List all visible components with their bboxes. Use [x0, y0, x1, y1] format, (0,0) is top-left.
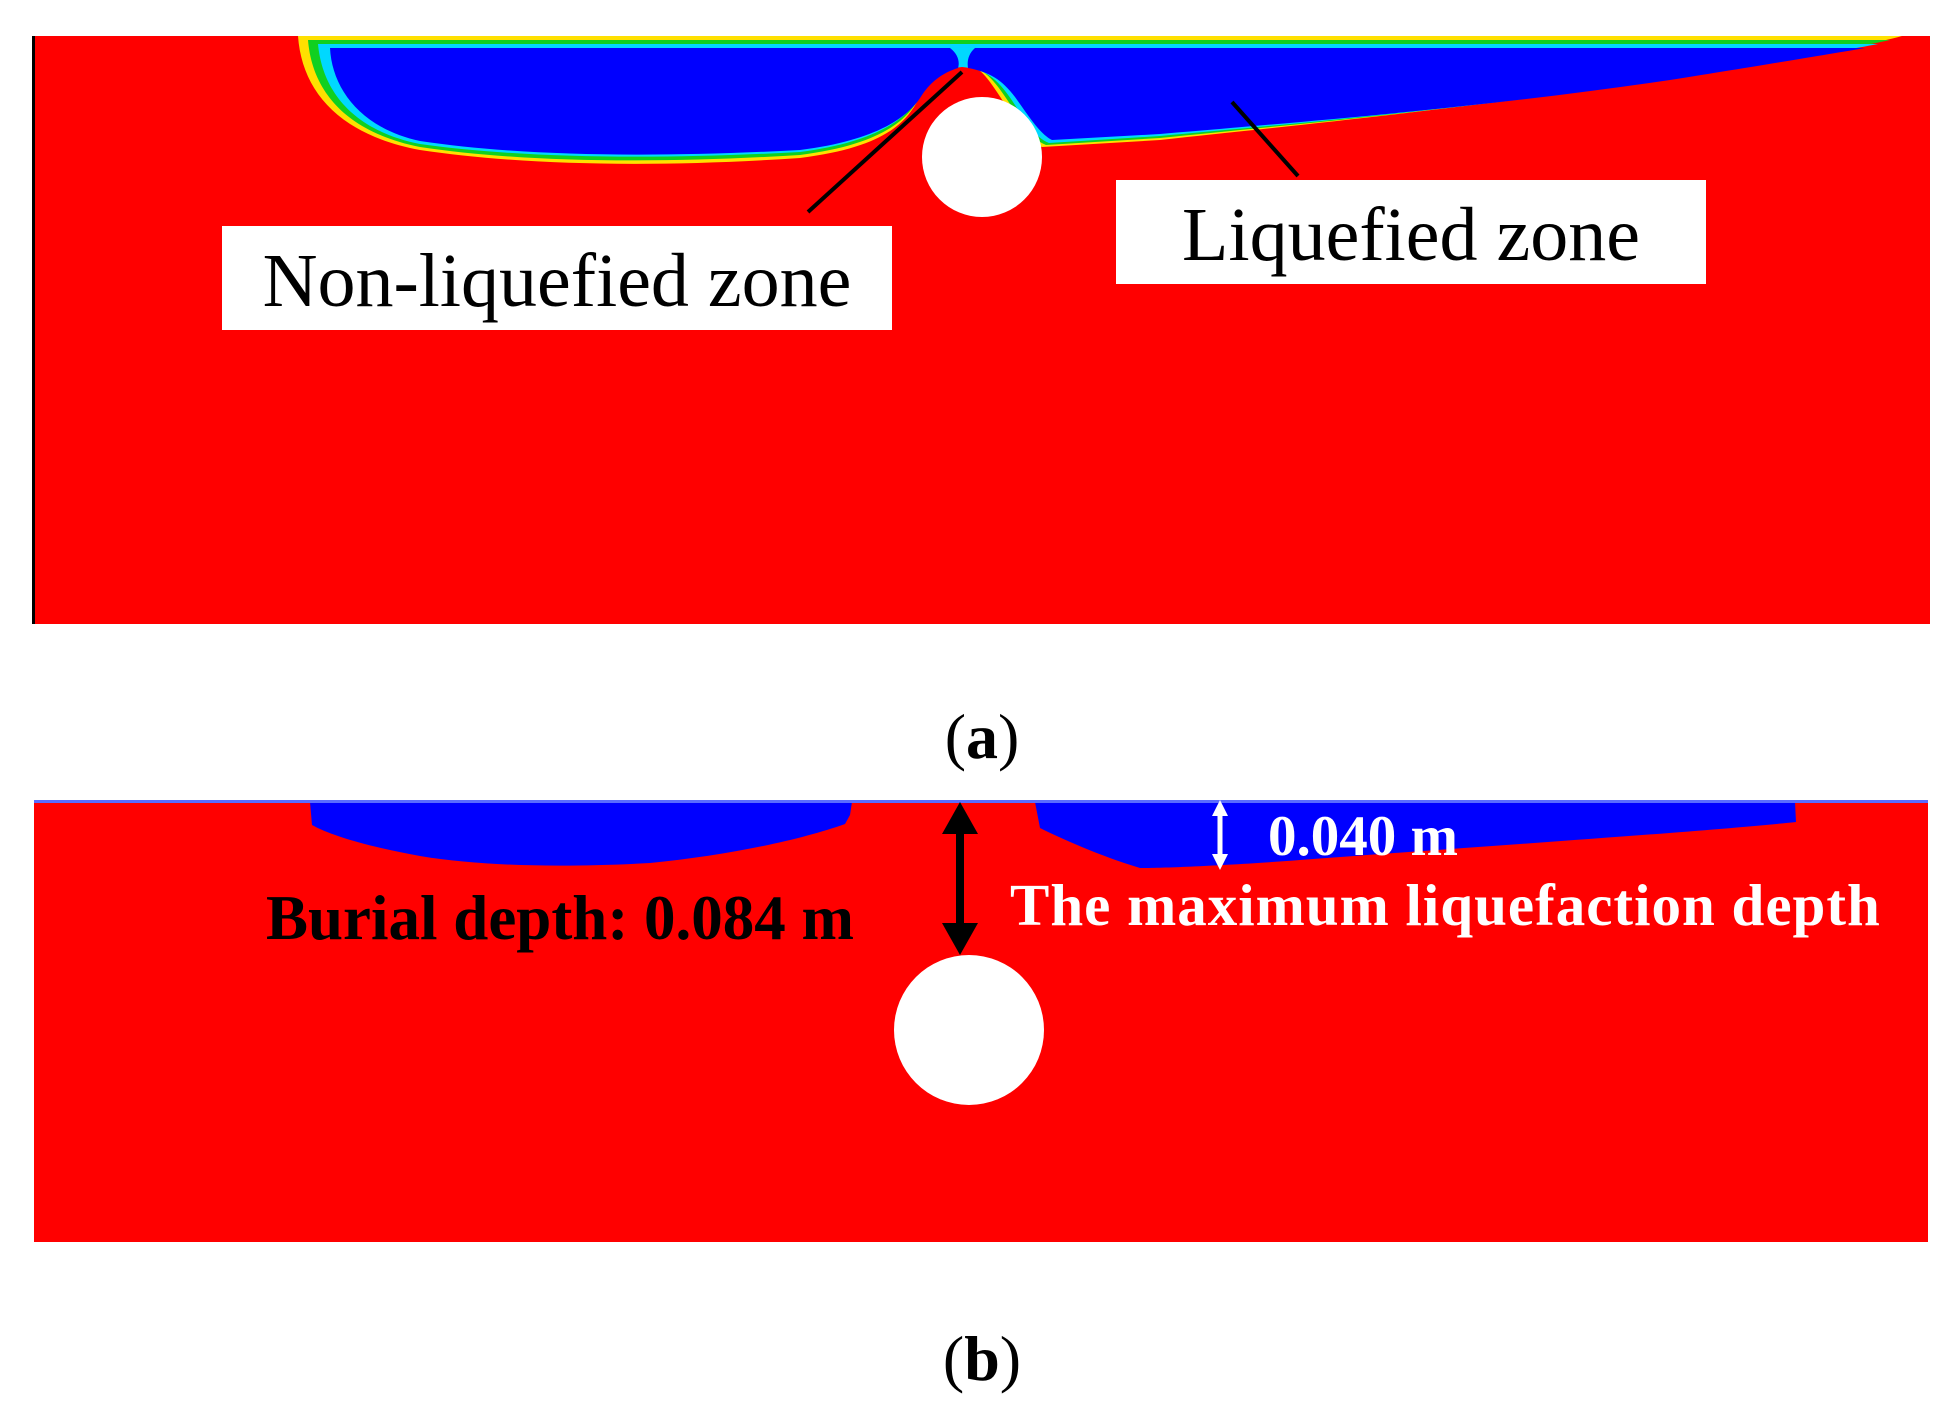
burial-depth-label: Burial depth: 0.084 m	[266, 883, 854, 953]
liquefied-zone-a-right	[967, 48, 1865, 140]
surface-line-b	[34, 800, 1928, 803]
pipe-a	[922, 97, 1042, 217]
burial-depth-arrow-head-top	[942, 802, 978, 834]
non-liquefied-label-box	[222, 226, 892, 330]
left-boundary-line-a	[32, 36, 35, 624]
panel-label-a: (a)	[945, 701, 1020, 772]
liquefied-label-box	[1116, 180, 1706, 284]
max-liquefaction-label: The maximum liquefaction depth	[1010, 872, 1881, 938]
liquefied-label: Liquefied zone	[1182, 193, 1640, 277]
leader-line-liquefied	[1230, 100, 1300, 178]
non-liquefied-label: Non-liquefied zone	[263, 239, 852, 323]
burial-depth-arrow-head-bottom	[942, 923, 978, 955]
liquefaction-depth-value: 0.040 m	[1268, 805, 1458, 868]
leader-line-non-liquefied	[806, 70, 964, 214]
liquefied-zone-a-left	[330, 48, 959, 155]
panel-a: Non-liquefied zone Liquefied zone (a)	[32, 36, 1930, 772]
liquefied-zone-b-left	[310, 802, 852, 866]
pipe-b	[894, 955, 1044, 1105]
panel-b: 0.040 m The maximum liquefaction depth B…	[34, 799, 1928, 1394]
panel-label-b: (b)	[943, 1323, 1021, 1394]
